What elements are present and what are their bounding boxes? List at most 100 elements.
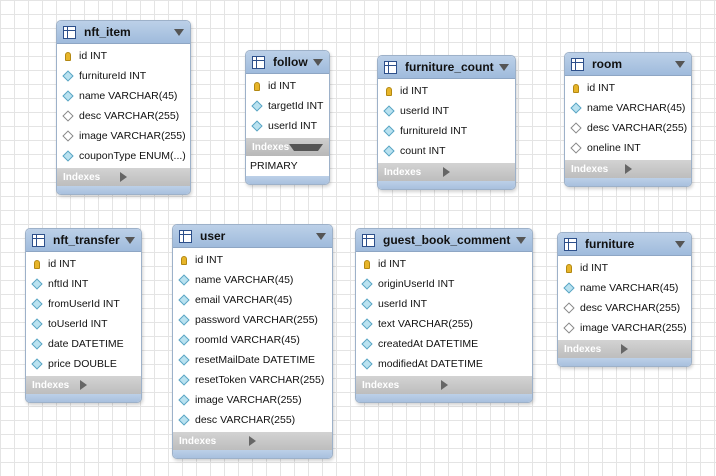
column-diamond-icon [251, 120, 263, 132]
column-row[interactable]: id INT [378, 81, 515, 101]
column-row[interactable]: desc VARCHAR(255) [57, 106, 190, 126]
column-row[interactable]: name VARCHAR(45) [57, 86, 190, 106]
table-furniture[interactable]: furniture id INT name VARCHAR(45) desc V… [557, 232, 692, 367]
column-row[interactable]: originUserId INT [356, 274, 532, 294]
column-row[interactable]: id INT [246, 76, 329, 96]
column-diamond-icon [383, 125, 395, 137]
table-icon [384, 60, 397, 74]
column-row[interactable]: name VARCHAR(45) [565, 98, 691, 118]
collapse-triangle-icon[interactable] [174, 28, 184, 36]
expand-triangle-icon[interactable] [624, 164, 686, 174]
column-row[interactable]: id INT [565, 78, 691, 98]
column-row[interactable]: id INT [356, 254, 532, 274]
indexes-section[interactable]: Indexes [173, 432, 332, 450]
column-row[interactable]: desc VARCHAR(255) [565, 118, 691, 138]
column-diamond-icon [178, 374, 190, 386]
column-row[interactable]: count INT [378, 141, 515, 161]
table-icon [179, 229, 192, 243]
table-name: guest_book_comment [383, 233, 511, 247]
table-header[interactable]: nft_item [57, 21, 190, 44]
column-row[interactable]: price DOUBLE [26, 354, 141, 374]
column-row[interactable]: userId INT [378, 101, 515, 121]
column-row[interactable]: couponType ENUM(...) [57, 146, 190, 166]
collapse-triangle-icon[interactable] [289, 143, 323, 151]
column-empty-diamond-icon [62, 110, 74, 122]
table-user[interactable]: user id INT name VARCHAR(45) email VARCH… [172, 224, 333, 459]
table-header[interactable]: nft_transfer [26, 229, 141, 252]
table-follow[interactable]: follow id INT targetId INT userId INT In… [245, 50, 330, 185]
expand-triangle-icon[interactable] [80, 380, 135, 390]
collapse-triangle-icon[interactable] [125, 236, 135, 244]
column-empty-diamond-icon [570, 122, 582, 134]
expand-triangle-icon[interactable] [443, 167, 509, 177]
column-row[interactable]: toUserId INT [26, 314, 141, 334]
collapse-triangle-icon[interactable] [316, 232, 326, 240]
table-header[interactable]: room [565, 53, 691, 76]
column-row[interactable]: modifiedAt DATETIME [356, 354, 532, 374]
column-diamond-icon [361, 318, 373, 330]
table-footer [565, 178, 691, 186]
table-header[interactable]: furniture [558, 233, 691, 256]
expand-triangle-icon[interactable] [249, 436, 326, 446]
column-row[interactable]: targetId INT [246, 96, 329, 116]
table-nft-transfer[interactable]: nft_transfer id INT nftId INT fromUserId… [25, 228, 142, 403]
table-nft-item[interactable]: nft_item id INT furnitureId INT name VAR… [56, 20, 191, 195]
expand-triangle-icon[interactable] [120, 172, 184, 182]
column-empty-diamond-icon [62, 130, 74, 142]
column-row[interactable]: fromUserId INT [26, 294, 141, 314]
table-name: furniture [585, 237, 635, 251]
table-header[interactable]: follow [246, 51, 329, 74]
collapse-triangle-icon[interactable] [499, 63, 509, 71]
table-guest-book-comment[interactable]: guest_book_comment id INT originUserId I… [355, 228, 533, 403]
column-row[interactable]: id INT [558, 258, 691, 278]
column-diamond-icon [62, 150, 74, 162]
column-row[interactable]: date DATETIME [26, 334, 141, 354]
collapse-triangle-icon[interactable] [675, 60, 685, 68]
column-row[interactable]: text VARCHAR(255) [356, 314, 532, 334]
column-row[interactable]: roomId VARCHAR(45) [173, 330, 332, 350]
expand-triangle-icon[interactable] [621, 344, 685, 354]
column-row[interactable]: userId INT [356, 294, 532, 314]
column-row[interactable]: createdAt DATETIME [356, 334, 532, 354]
indexes-section[interactable]: Indexes [378, 163, 515, 181]
index-item-primary[interactable]: PRIMARY [250, 160, 298, 172]
indexes-section[interactable]: Indexes [246, 138, 329, 156]
collapse-triangle-icon[interactable] [313, 58, 323, 66]
table-name: follow [273, 55, 308, 69]
column-row[interactable]: nftId INT [26, 274, 141, 294]
column-row[interactable]: image VARCHAR(255) [558, 318, 691, 338]
column-row[interactable]: name VARCHAR(45) [558, 278, 691, 298]
column-row[interactable]: furnitureId INT [378, 121, 515, 141]
column-row[interactable]: id INT [173, 250, 332, 270]
column-row[interactable]: image VARCHAR(255) [173, 390, 332, 410]
column-row[interactable]: id INT [26, 254, 141, 274]
table-furniture-count[interactable]: furniture_count id INT userId INT furnit… [377, 55, 516, 190]
column-row[interactable]: resetMailDate DATETIME [173, 350, 332, 370]
table-header[interactable]: furniture_count [378, 56, 515, 79]
table-header[interactable]: guest_book_comment [356, 229, 532, 252]
expand-triangle-icon[interactable] [440, 380, 527, 390]
column-diamond-icon [31, 318, 43, 330]
column-row[interactable]: userId INT [246, 116, 329, 136]
column-row[interactable]: desc VARCHAR(255) [558, 298, 691, 318]
column-row[interactable]: image VARCHAR(255) [57, 126, 190, 146]
column-row[interactable]: furnitureId INT [57, 66, 190, 86]
column-row[interactable]: password VARCHAR(255) [173, 310, 332, 330]
table-room[interactable]: room id INT name VARCHAR(45) desc VARCHA… [564, 52, 692, 187]
indexes-section[interactable]: Indexes [565, 160, 691, 178]
column-row[interactable]: desc VARCHAR(255) [173, 410, 332, 430]
indexes-section[interactable]: Indexes [356, 376, 532, 394]
indexes-section[interactable]: Indexes [57, 168, 190, 186]
table-header[interactable]: user [173, 225, 332, 248]
column-row[interactable]: id INT [57, 46, 190, 66]
column-row[interactable]: resetToken VARCHAR(255) [173, 370, 332, 390]
collapse-triangle-icon[interactable] [675, 240, 685, 248]
column-diamond-icon [178, 274, 190, 286]
indexes-section[interactable]: Indexes [558, 340, 691, 358]
collapse-triangle-icon[interactable] [516, 236, 526, 244]
column-row[interactable]: name VARCHAR(45) [173, 270, 332, 290]
table-name: nft_item [84, 25, 131, 39]
column-row[interactable]: oneline INT [565, 138, 691, 158]
indexes-section[interactable]: Indexes [26, 376, 141, 394]
column-row[interactable]: email VARCHAR(45) [173, 290, 332, 310]
